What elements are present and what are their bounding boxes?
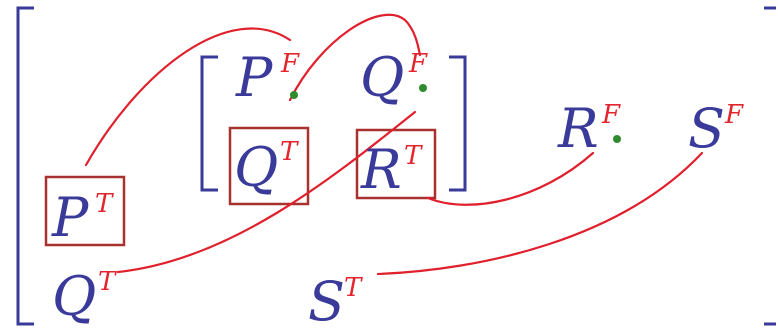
term-q-t-inner-base: Q <box>234 136 278 199</box>
term-s-f-sup: F <box>724 100 744 130</box>
term-q-f-sup: F <box>408 49 428 79</box>
dot-p-f <box>290 91 298 99</box>
box-r-t <box>355 128 437 200</box>
inner-left-bracket <box>200 55 218 192</box>
term-r-f-sup: F <box>601 100 621 130</box>
curve-s-t-to-s-f <box>376 151 704 276</box>
term-q-t-inner-sup: T <box>280 137 299 167</box>
dot-q-f <box>419 84 427 92</box>
term-r-t-inner-sup: T <box>404 141 423 171</box>
outer-left-bracket <box>16 6 34 326</box>
term-p-f-base: P <box>235 46 274 109</box>
curve-q-bottom-to-r-t <box>116 110 417 274</box>
term-q-t-bottom-base: Q <box>52 265 96 328</box>
box-p-t <box>44 175 126 247</box>
term-s-t-bottom-sup: T <box>344 273 363 303</box>
term-q-f-base: Q <box>360 46 404 109</box>
term-r-t-inner-base: R <box>360 138 402 201</box>
term-q-t-bottom-sup: T <box>98 267 117 297</box>
term-p-t-outer-base: P <box>51 186 90 249</box>
curve-p-t-to-p-f <box>84 27 292 167</box>
curve-q-t-to-q-f <box>288 13 422 102</box>
term-s-t-bottom-base: S <box>308 270 345 333</box>
term-s-f-base: S <box>688 97 725 160</box>
outer-right-bracket <box>764 6 776 326</box>
curve-r-t-to-r-f <box>426 151 595 206</box>
box-q-t <box>228 126 310 206</box>
inner-right-bracket <box>449 55 467 192</box>
term-p-t-outer-sup: T <box>95 189 114 219</box>
dot-r-f <box>613 135 621 143</box>
term-p-f-sup: F <box>280 49 300 79</box>
term-r-f-base: R <box>557 97 599 160</box>
